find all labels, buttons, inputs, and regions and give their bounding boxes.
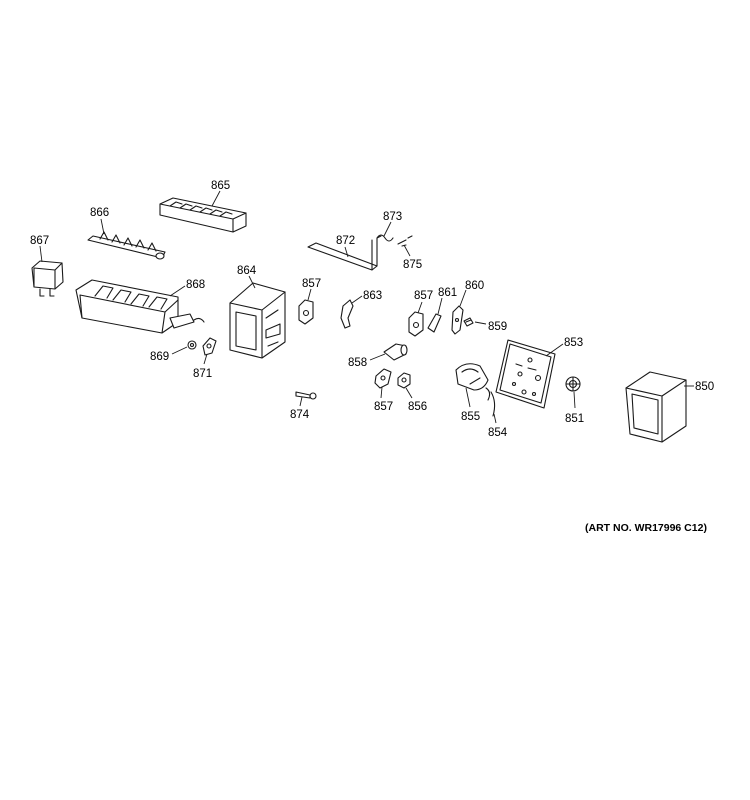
- callout-868: 868: [186, 279, 205, 291]
- leader-873: [383, 221, 392, 237]
- part-857-switch-c[interactable]: [374, 368, 392, 389]
- part-874-screw[interactable]: [295, 391, 317, 400]
- leader-857c: [380, 386, 383, 399]
- leader-861: [437, 297, 443, 315]
- leader-858: [369, 353, 386, 361]
- callout-855: 855: [461, 411, 480, 423]
- callout-854: 854: [488, 427, 508, 439]
- leader-868: [169, 285, 186, 297]
- part-867-motor[interactable]: [31, 260, 64, 297]
- callout-871: 871: [193, 368, 212, 380]
- callout-866: 866: [90, 207, 109, 219]
- art-number-note: (ART NO. WR17996 C12): [585, 522, 707, 534]
- callout-863: 863: [363, 290, 382, 302]
- leader-866: [100, 218, 105, 235]
- callout-865: 865: [211, 180, 230, 192]
- part-869-fitting[interactable]: [187, 340, 197, 350]
- part-857-switch-b[interactable]: [408, 311, 424, 337]
- part-863-lever[interactable]: [340, 299, 354, 329]
- leader-856: [405, 387, 413, 399]
- leader-863: [351, 295, 363, 304]
- part-856-cam[interactable]: [397, 372, 411, 389]
- part-854-spring-wire[interactable]: [490, 391, 496, 417]
- part-860-thermostat[interactable]: [451, 305, 464, 335]
- part-871-clip[interactable]: [202, 337, 217, 356]
- callout-851: 851: [565, 413, 584, 425]
- callout-858: 858: [348, 357, 367, 369]
- callout-861: 861: [438, 287, 457, 299]
- callout-873: 873: [383, 211, 402, 223]
- part-851-knob[interactable]: [565, 376, 581, 392]
- leader-853: [545, 343, 564, 357]
- part-865-cover[interactable]: [159, 197, 247, 233]
- leader-859: [474, 321, 487, 325]
- callout-857a: 857: [302, 278, 321, 290]
- part-858-shaft[interactable]: [383, 343, 408, 361]
- callout-857c: 857: [374, 401, 393, 413]
- leader-867: [39, 245, 43, 263]
- leader-864: [248, 275, 256, 289]
- part-857-switch-a[interactable]: [298, 299, 314, 325]
- part-873-spring[interactable]: [376, 234, 394, 242]
- part-866-ejector[interactable]: [87, 231, 166, 260]
- leader-874: [299, 396, 303, 407]
- callout-874: 874: [290, 409, 310, 421]
- callout-875: 875: [403, 259, 422, 271]
- part-875-pin[interactable]: [397, 235, 413, 247]
- leader-854: [493, 413, 497, 424]
- part-853-mounting-plate[interactable]: [495, 339, 556, 409]
- callout-857b: 857: [414, 290, 433, 302]
- leader-871: [203, 353, 208, 365]
- part-868-ice-mold[interactable]: [75, 279, 205, 334]
- callout-850: 850: [695, 381, 714, 393]
- part-864-housing[interactable]: [229, 282, 286, 359]
- part-859-screw[interactable]: [463, 317, 474, 327]
- part-861-bracket[interactable]: [427, 313, 442, 333]
- callout-864: 864: [237, 265, 257, 277]
- leader-869: [171, 346, 188, 355]
- callout-867: 867: [30, 235, 49, 247]
- leader-860: [459, 289, 467, 307]
- leader-857a: [307, 288, 312, 301]
- leader-857b: [417, 301, 423, 314]
- callout-869: 869: [150, 351, 169, 363]
- callout-872: 872: [336, 235, 355, 247]
- callout-860: 860: [465, 280, 484, 292]
- callout-853: 853: [564, 337, 583, 349]
- leader-872: [344, 246, 349, 258]
- leader-851: [573, 391, 576, 409]
- leader-865: [211, 190, 221, 207]
- part-855-gear-motor[interactable]: [455, 363, 491, 401]
- callout-856: 856: [408, 401, 427, 413]
- part-850-cover[interactable]: [625, 371, 687, 443]
- leader-855: [465, 387, 471, 408]
- leader-875: [403, 244, 411, 257]
- callout-859: 859: [488, 321, 507, 333]
